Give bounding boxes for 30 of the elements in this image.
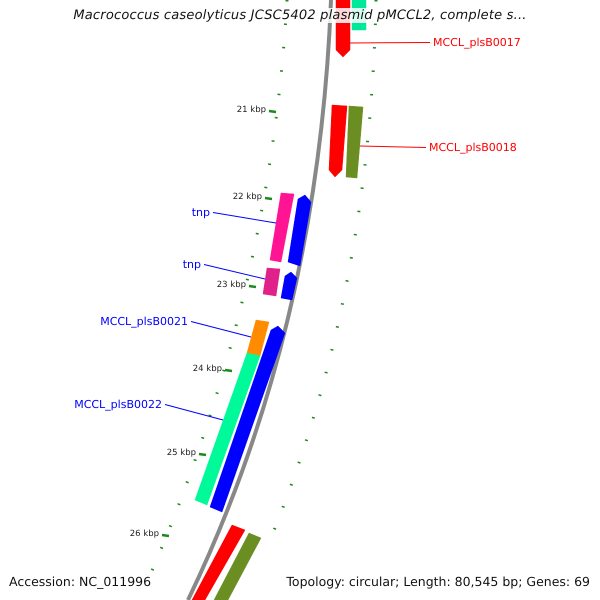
footer-text: Accession: NC_011996 — [9, 574, 152, 589]
gene-label: MCCL_plsB0017 — [433, 36, 521, 49]
gene-label: MCCL_plsB0022 — [74, 398, 162, 411]
gene-label: tnp — [192, 206, 210, 219]
gene-label: MCCL_plsB0021 — [100, 315, 188, 328]
leader-line — [212, 212, 276, 224]
tick-label: 24 kbp — [192, 364, 222, 374]
leader-line — [350, 42, 430, 44]
tick-label: 26 kbp — [130, 529, 159, 539]
gene-block — [270, 192, 294, 262]
gene-block — [194, 352, 260, 506]
leader-line — [204, 264, 266, 280]
leader-line — [164, 404, 224, 420]
tick-label: 23 kbp — [216, 280, 246, 290]
gene-block — [214, 532, 262, 600]
gene-label: MCCL_plsB0018 — [429, 141, 517, 154]
gene-block — [246, 320, 270, 356]
footer-text: Topology: circular; Length: 80,545 bp; Genes: 69 — [286, 574, 590, 589]
gene-block — [280, 272, 298, 300]
gene-block — [346, 106, 364, 178]
tick-label: 21 kbp — [236, 105, 266, 115]
gene-label: tnp — [182, 258, 201, 271]
gene-block — [192, 524, 246, 600]
gene-block — [288, 194, 312, 266]
tick-label: 22 kbp — [232, 192, 262, 202]
tick-label: 25 kbp — [166, 448, 196, 458]
leader-line — [360, 146, 426, 148]
gene-block — [328, 104, 348, 178]
gene-block — [262, 268, 280, 296]
leader-line — [190, 321, 252, 338]
